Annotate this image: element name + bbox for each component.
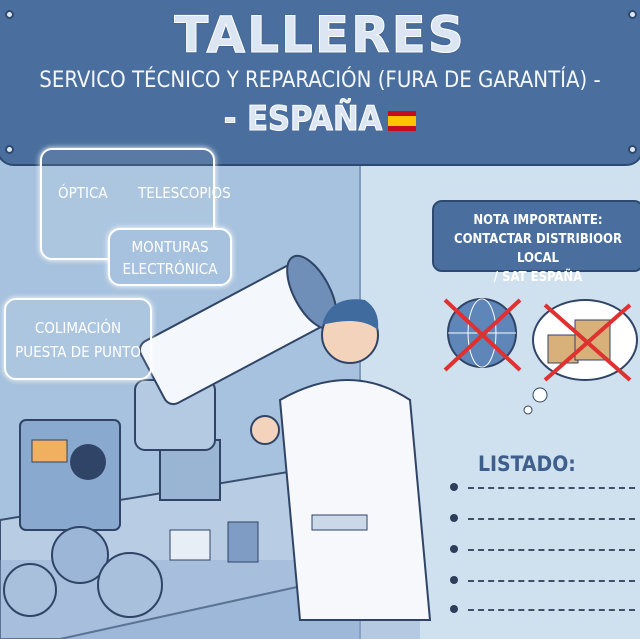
spain-flag-icon <box>388 110 417 131</box>
page-title: TALLERES <box>174 6 466 65</box>
rivet-icon <box>628 10 637 19</box>
collimation-label: COLIMACIÓN <box>34 319 122 337</box>
gear-part <box>51 526 109 584</box>
page-subtitle: SERVICO TÉCNICO Y REPARACIÓN (FURA DE GA… <box>39 68 601 93</box>
gear-part <box>97 552 163 618</box>
title-banner: TALLERES SERVICO TÉCNICO Y REPARACIÓN (F… <box>0 0 640 166</box>
list-item <box>450 605 635 615</box>
list-item <box>450 483 635 493</box>
mounts-bubble: MONTURAS ELECTRÓNICA <box>108 228 232 286</box>
country-label: - ESPAÑA <box>223 99 383 140</box>
telescopes-label: TELESCOPIOS <box>138 184 231 202</box>
rivet-icon <box>5 145 14 154</box>
note-heading: NOTA IMPORTANTE: <box>473 213 603 228</box>
technician <box>250 299 432 621</box>
important-note: NOTA IMPORTANTE: CONTACTAR DISTRIBIOOR L… <box>432 200 640 285</box>
electronics-label: ELECTRÓNICA <box>122 260 218 278</box>
mounts-label: MONTURAS <box>131 238 209 256</box>
list-title: LISTADO: <box>478 452 576 476</box>
collimation-bubble: COLIMACIÓN PUESTA DE PUNTO <box>4 298 152 380</box>
note-text: CONTACTAR DISTRIBIOOR LOCAL <box>454 232 622 266</box>
crossed-globe-icon <box>443 298 522 372</box>
tuning-label: PUESTA DE PUNTO <box>15 343 141 361</box>
rivet-icon <box>5 10 14 19</box>
gear-part <box>3 563 57 617</box>
list-item <box>450 576 635 586</box>
list-item <box>450 514 635 524</box>
list-item <box>450 545 635 555</box>
optics-label: ÓPTICA <box>58 184 108 202</box>
crossed-shipping-boxes-icon <box>523 299 638 415</box>
rivet-icon <box>628 145 637 154</box>
control-panel <box>19 419 121 531</box>
telescope <box>134 254 338 501</box>
note-text: / SAT ESPAÑA <box>493 270 583 285</box>
